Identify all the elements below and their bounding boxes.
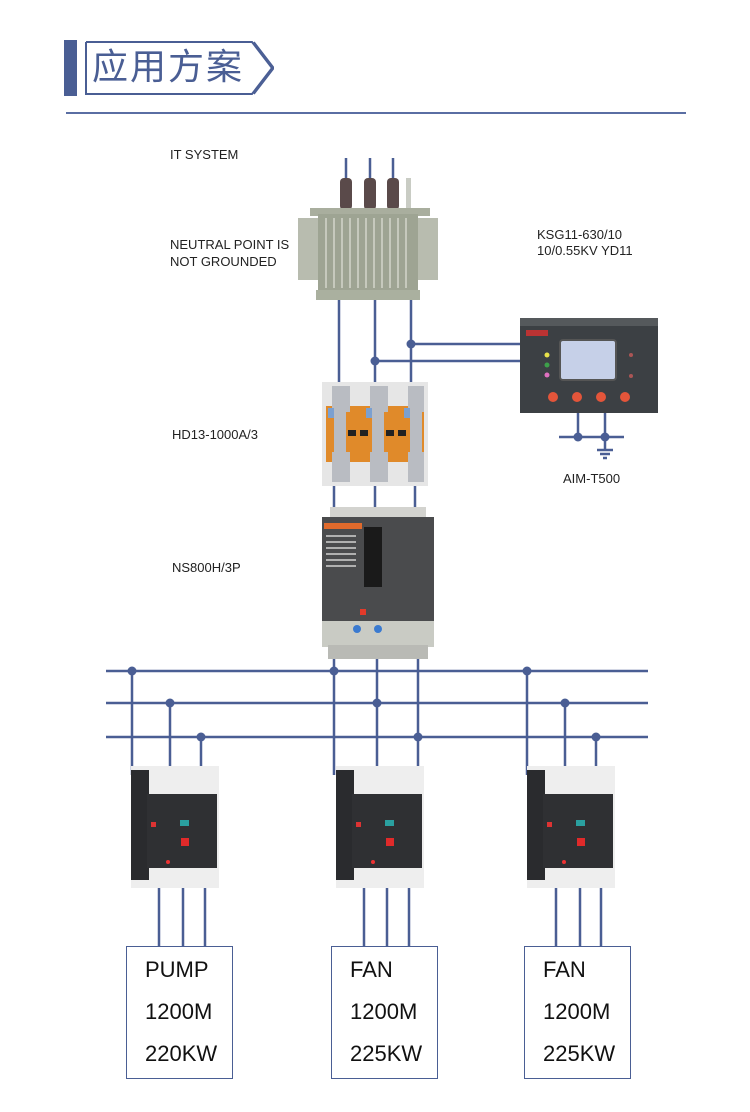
disconnector-switch-icon[interactable] bbox=[322, 382, 428, 486]
load-power: 220KW bbox=[145, 1041, 218, 1066]
header-divider bbox=[66, 112, 686, 114]
system-label: IT SYSTEM bbox=[170, 147, 239, 162]
page-title: 应用方案 bbox=[92, 47, 245, 88]
insulation-monitor-icon[interactable] bbox=[520, 318, 658, 413]
feeder-breaker-2-icon[interactable] bbox=[330, 766, 427, 888]
monitor-label: AIM-T500 bbox=[563, 471, 621, 486]
transformer-icon bbox=[298, 178, 438, 300]
transformer-model-line2: 10/0.55KV YD11 bbox=[537, 243, 633, 258]
load-cable-length: 1200M bbox=[145, 999, 213, 1024]
load-type: PUMP bbox=[145, 957, 209, 982]
load-cable-length: 1200M bbox=[350, 999, 418, 1024]
disconnector-label: HD13-1000A/3 bbox=[172, 427, 258, 442]
neutral-label-line1: NEUTRAL POINT IS bbox=[170, 237, 290, 252]
main-breaker-label: NS800H/3P bbox=[172, 560, 241, 575]
title-accent-bar bbox=[64, 40, 77, 96]
transformer-model-line1: KSG11-630/10 bbox=[537, 227, 623, 242]
load-box-3: FAN 1200M 225KW bbox=[524, 946, 631, 1079]
title-frame-icon bbox=[85, 41, 274, 95]
load-type: FAN bbox=[543, 957, 586, 982]
load-cable-length: 1200M bbox=[543, 999, 611, 1024]
feeder-breaker-1-icon[interactable] bbox=[125, 766, 222, 888]
load-type: FAN bbox=[350, 957, 393, 982]
load-power: 225KW bbox=[350, 1041, 423, 1066]
load-box-1: PUMP 1200M 220KW bbox=[126, 946, 233, 1079]
main-breaker-icon[interactable] bbox=[322, 507, 434, 659]
neutral-label-line2: NOT GROUNDED bbox=[170, 254, 277, 269]
load-box-2: FAN 1200M 225KW bbox=[331, 946, 438, 1079]
feeder-breaker-3-icon[interactable] bbox=[521, 766, 618, 888]
load-power: 225KW bbox=[543, 1041, 616, 1066]
